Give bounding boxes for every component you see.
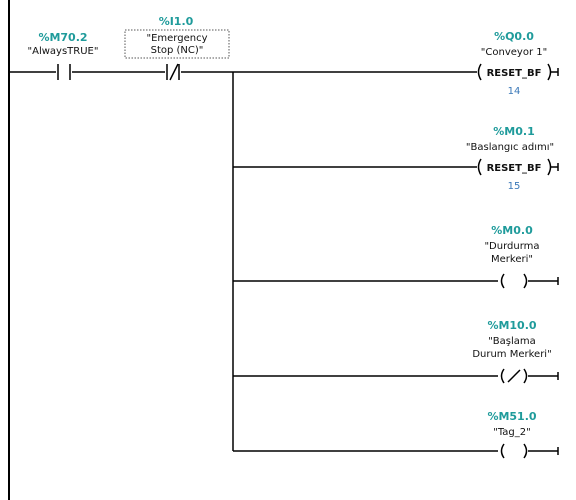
contact-symbol: "AlwaysTRUE" xyxy=(28,46,99,57)
coil-instruction: RESET_BF xyxy=(487,68,542,79)
contact-address: %I1.0 xyxy=(159,15,194,28)
coil-left-arc xyxy=(500,273,505,289)
coil-address: %M51.0 xyxy=(487,410,536,423)
coil-right-arc xyxy=(523,273,528,289)
coil-conveyor-1[interactable]: RESET_BF %Q0.0 "Conveyor 1" 14 xyxy=(477,30,559,97)
contact-address: %M70.2 xyxy=(38,31,87,44)
coil-symbol: "Tag_2" xyxy=(493,427,531,438)
coil-left-arc xyxy=(500,368,505,384)
coil-instruction: RESET_BF xyxy=(487,163,542,174)
coil-symbol-line2: Merkeri" xyxy=(491,254,533,265)
coil-left-arc xyxy=(477,63,482,81)
selection-box xyxy=(124,29,230,59)
coil-number: 15 xyxy=(508,181,521,192)
coil-baslangic-adimi[interactable]: RESET_BF %M0.1 "Baslangıc adımı" 15 xyxy=(233,125,559,192)
coil-left-arc xyxy=(500,443,505,459)
coil-address: %M0.1 xyxy=(493,125,534,138)
contact-symbol-line2: Stop (NC)" xyxy=(151,45,204,56)
coil-negate-slash xyxy=(507,369,521,383)
coil-left-arc xyxy=(477,158,482,176)
coil-durdurma-merkeri[interactable]: %M0.0 "Durdurma Merkeri" xyxy=(233,224,559,289)
coil-right-arc xyxy=(523,368,528,384)
coil-baslama-durum-merkeri[interactable]: %M10.0 "Başlama Durum Merkeri" xyxy=(233,319,559,384)
coil-symbol-line1: "Başlama xyxy=(488,336,536,347)
nc-slash xyxy=(169,63,179,81)
contact-symbol-line1: "Emergency xyxy=(146,33,207,44)
coil-address: %M10.0 xyxy=(487,319,536,332)
coil-symbol: "Baslangıc adımı" xyxy=(466,142,554,153)
coil-number: 14 xyxy=(508,86,521,97)
coil-tag-2[interactable]: %M51.0 "Tag_2" xyxy=(233,410,559,459)
coil-symbol-line1: "Durdurma xyxy=(484,241,539,252)
coil-right-arc xyxy=(523,443,528,459)
coil-address: %M0.0 xyxy=(491,224,533,237)
contact-always-true[interactable]: %M70.2 "AlwaysTRUE" xyxy=(28,31,99,80)
contact-emergency-stop[interactable]: %I1.0 "Emergency Stop (NC)" xyxy=(124,15,230,81)
coil-symbol-line2: Durum Merkeri" xyxy=(472,349,551,360)
coil-address: %Q0.0 xyxy=(494,30,534,43)
coil-symbol: "Conveyor 1" xyxy=(481,47,547,58)
